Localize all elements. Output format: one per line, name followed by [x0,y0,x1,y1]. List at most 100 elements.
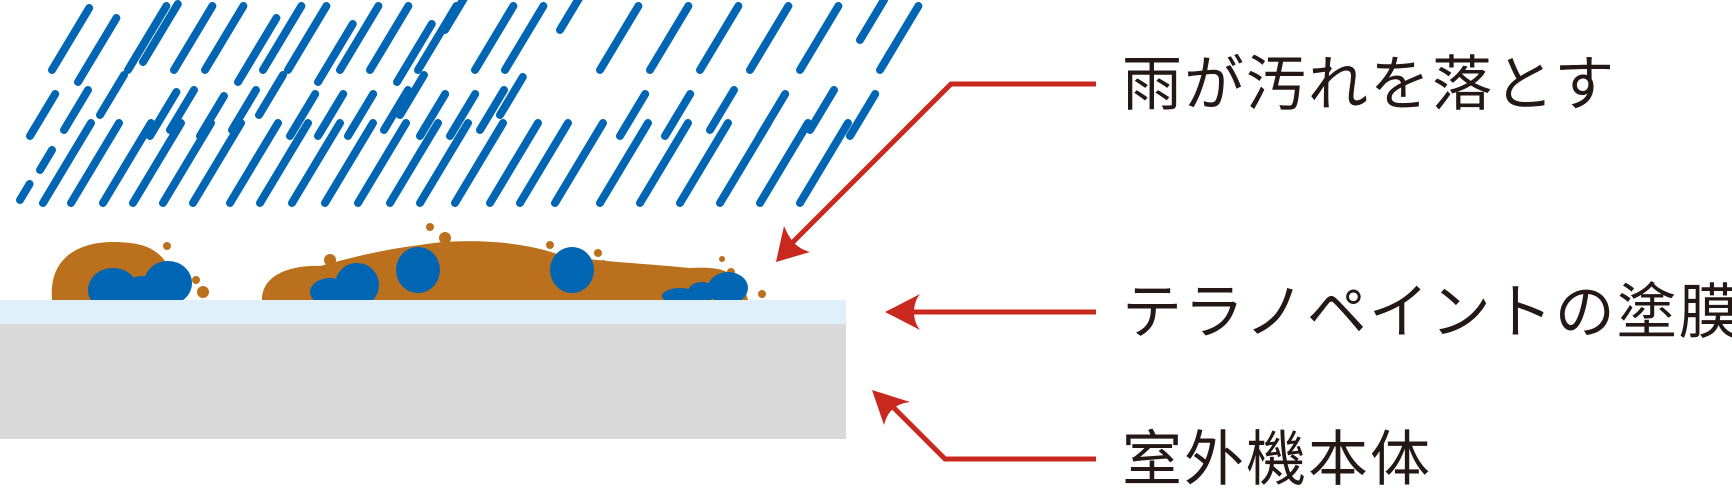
rain-streak [344,90,378,140]
dirt-blob [262,241,748,300]
rain-streak [716,119,772,207]
rain-streak [501,2,548,74]
rain-streak [226,119,282,207]
unit-body [0,324,846,439]
rain-streak [706,86,738,134]
rain-streak [846,90,880,140]
rain-streak [441,0,468,34]
rain-streak [396,71,428,119]
dirt-speck [324,254,336,266]
rain-streak [60,86,92,134]
rain-streak [416,119,472,207]
rain-streak [796,119,852,207]
rain-streak [26,90,60,140]
label-terra-paint-coating: テラノペイントの塗膜 [1122,278,1732,348]
rain-streak [516,119,572,207]
water-droplet [396,247,440,293]
rain-streak [451,119,507,207]
rain-streak [636,119,692,207]
rain-streak [259,2,306,74]
rain-streak [159,119,215,207]
rain-streak [476,86,508,134]
rain-streak [48,4,94,74]
rain-streak [556,0,583,34]
dirt-speck [439,232,451,244]
rain-streak [386,119,442,207]
rain-streak [67,119,123,207]
arrow-head-rain [776,226,810,262]
coating-layer [0,300,846,324]
rain-streak [756,119,812,207]
rain-streak [596,2,643,74]
rain-streak [446,90,480,140]
dirt-speck [546,241,554,249]
dirt-speck [163,242,171,250]
label-outdoor-unit-body: 室外機本体 [1122,425,1432,495]
rain-streak [696,2,743,74]
dirt-speck [387,255,397,265]
dirt-speck [93,251,107,265]
rain-streak [166,86,198,134]
rain-streak [393,20,436,86]
rain-streak [124,2,171,74]
rain-streak [16,180,34,204]
dirt-speck [426,223,434,231]
rain-streak [876,2,923,74]
rain-streak [551,119,607,207]
water-droplet [144,261,192,305]
arrow-body-line [891,405,1096,462]
rain-streak [255,71,287,119]
rain-streak [314,20,357,86]
dirt-speck [598,260,608,270]
rain-streaks [16,0,923,207]
rain-streak [380,86,412,134]
rain-streak [288,119,344,207]
rain-streak [676,119,732,207]
rain-streak [286,90,320,140]
dirt-speck [192,276,200,284]
dirt-speck [594,249,602,257]
rain-streak [471,2,518,74]
rain-streak [796,2,843,74]
label-rain-cleans-dirt: 雨が汚れを落とす [1122,50,1617,120]
rain-streak [284,2,331,74]
rain-streak [354,119,410,207]
rain-streak [36,146,56,174]
rain-streak [596,119,652,207]
rain-streak [661,90,695,140]
rain-streak [146,88,181,140]
rain-streak [336,2,383,74]
rain-streak [616,90,650,140]
dirt-speck [719,256,725,262]
rain-streak [321,119,377,207]
arrow-head-coating [885,294,920,330]
rain-streak [746,2,793,74]
rain-streak [228,86,260,134]
arrow-head-body [872,390,910,425]
rain-streak [99,119,155,207]
arrow-rain-line [788,81,1096,247]
rain-streak [39,119,95,207]
rain-streak [234,14,281,86]
rain-streak [96,71,128,119]
callout-arrows [788,81,1096,462]
rain-streak [856,0,888,44]
dirt-speck [197,286,209,298]
water-droplet [550,247,594,293]
rain-streak [74,14,121,86]
rain-streak [496,73,527,119]
rain-streak [416,90,450,140]
rain-streak [314,90,348,140]
rain-streak [189,119,245,207]
rain-streak [129,119,185,207]
rain-streak [170,2,217,74]
rain-streak [366,2,413,74]
water-droplet [708,272,748,304]
dirt-speck [758,290,766,298]
rain-streak [139,0,182,66]
rain-streak [806,86,838,134]
rain-streak [486,119,542,207]
rain-streak [256,119,312,207]
rain-streak [201,2,248,74]
